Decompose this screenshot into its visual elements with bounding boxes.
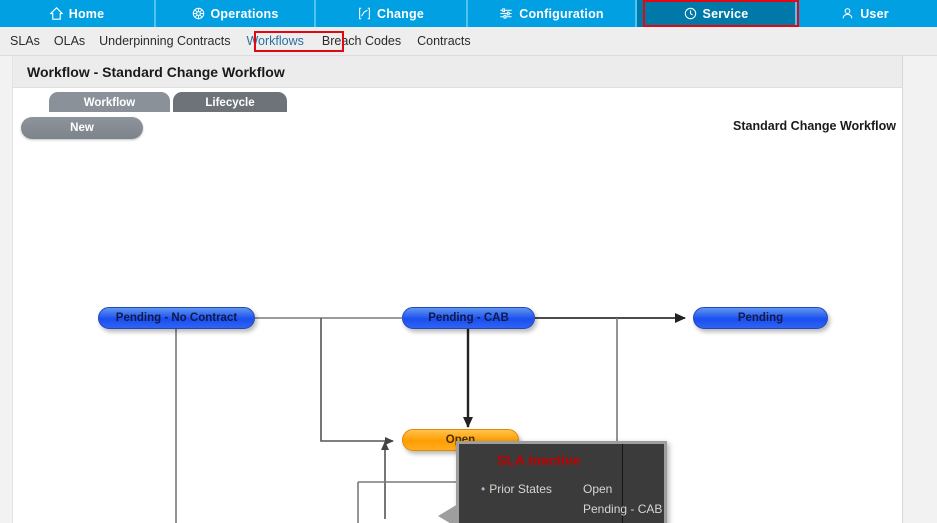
tooltip-title: SLA Inactive xyxy=(497,452,581,468)
clock-icon xyxy=(684,7,697,20)
nav-label-change: Change xyxy=(376,6,425,21)
tab-workflow[interactable]: Workflow xyxy=(49,92,170,113)
subnav-item-workflows[interactable]: Workflows xyxy=(246,34,304,48)
subnav-item-slas[interactable]: SLAs xyxy=(10,34,40,48)
content-panel: Workflow - Standard Change Workflow Work… xyxy=(12,56,903,523)
operations-wheel-icon xyxy=(192,7,205,20)
panel-header: Workflow - Standard Change Workflow xyxy=(13,56,902,88)
workflow-connector-lines xyxy=(175,313,686,523)
subnav-item-olas[interactable]: OLAs xyxy=(53,34,86,48)
user-icon xyxy=(841,7,854,20)
workflow-diagram: Pending - No Contract Pending - CAB Pend… xyxy=(13,146,902,523)
nav-label-service: Service xyxy=(702,6,749,21)
node-label: Pending xyxy=(737,312,784,324)
tooltip-row-label: Prior States xyxy=(489,482,552,496)
node-label: Pending - No Contract xyxy=(115,312,238,324)
main-navigation-bar: Home Operations Change xyxy=(0,0,937,27)
tooltip-row-value: Pending - CAB xyxy=(583,502,663,516)
nav-item-change[interactable]: Change xyxy=(314,0,466,27)
tab-lifecycle[interactable]: Lifecycle xyxy=(173,92,287,113)
new-button[interactable]: New xyxy=(21,117,143,139)
tooltip-divider xyxy=(622,444,623,523)
workflow-name-label: Standard Change Workflow xyxy=(733,119,896,133)
tab-bar: Workflow Lifecycle xyxy=(13,88,902,117)
tab-lifecycle-label: Lifecycle xyxy=(205,96,255,109)
nav-label-configuration: Configuration xyxy=(519,6,604,21)
sla-inactive-tooltip: SLA Inactive •Prior States Open Pending … xyxy=(456,441,667,523)
subnav-item-breach-codes[interactable]: Breach Codes xyxy=(321,34,402,48)
nav-item-user[interactable]: User xyxy=(795,0,933,27)
node-pending-cab[interactable]: Pending - CAB xyxy=(402,307,535,329)
nav-label-operations: Operations xyxy=(210,6,279,21)
subnav-item-underpinning-contracts[interactable]: Underpinning Contracts xyxy=(99,34,231,48)
nav-item-service[interactable]: Service xyxy=(635,0,795,27)
home-icon xyxy=(49,7,63,20)
tooltip-pointer xyxy=(438,504,458,523)
nav-item-operations[interactable]: Operations xyxy=(154,0,314,27)
tab-workflow-label: Workflow xyxy=(83,96,136,109)
page-title: Workflow - Standard Change Workflow xyxy=(27,63,285,80)
nav-item-configuration[interactable]: Configuration xyxy=(466,0,635,27)
nav-item-home[interactable]: Home xyxy=(0,0,154,27)
node-pending[interactable]: Pending xyxy=(693,307,828,329)
action-row: New Standard Change Workflow xyxy=(13,112,902,146)
subnav-item-contracts[interactable]: Contracts xyxy=(417,34,471,48)
nav-label-user: User xyxy=(860,6,889,21)
new-button-label: New xyxy=(70,122,94,134)
change-chart-icon xyxy=(358,7,371,20)
configuration-sliders-icon xyxy=(499,7,513,20)
node-label: Pending - CAB xyxy=(428,312,509,324)
tooltip-bullet: • xyxy=(481,482,486,496)
node-pending-no-contract[interactable]: Pending - No Contract xyxy=(98,307,255,329)
tooltip-row-value: Open xyxy=(583,482,613,496)
secondary-navigation-bar: SLAs OLAs Underpinning Contracts Workflo… xyxy=(0,27,937,56)
nav-label-home: Home xyxy=(68,6,105,21)
